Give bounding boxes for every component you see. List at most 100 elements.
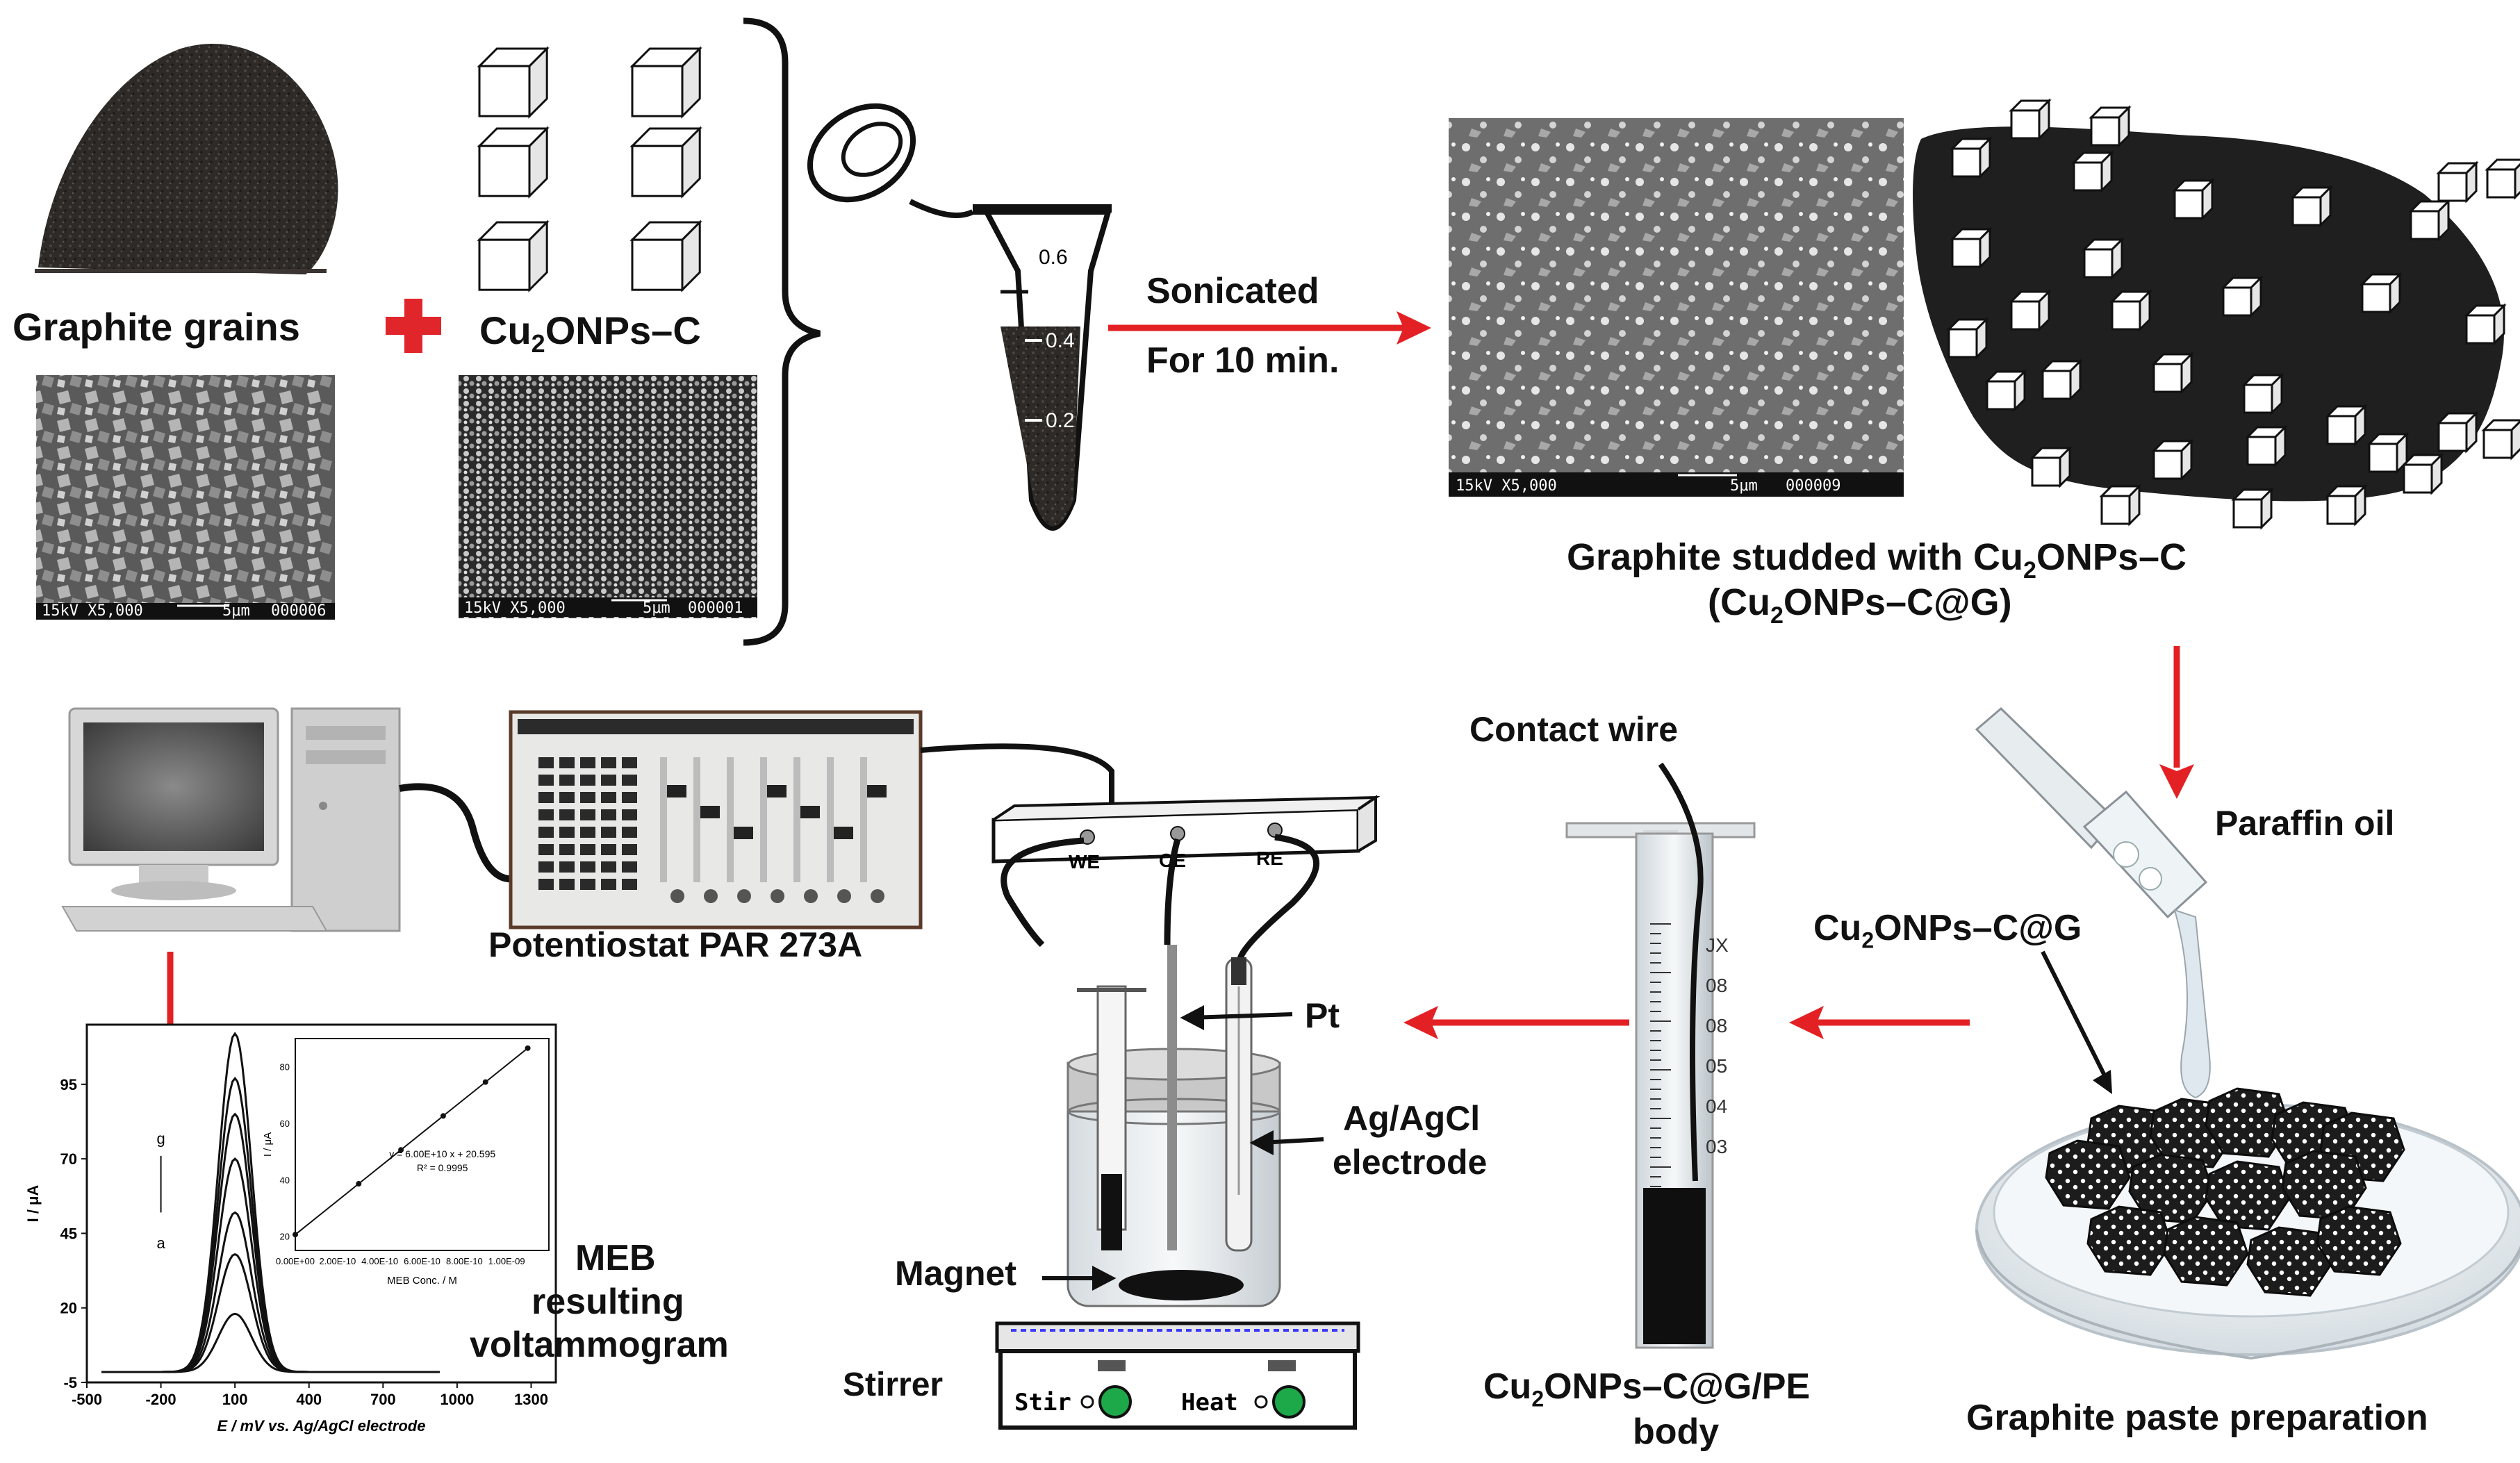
blob-cube-icon bbox=[2109, 289, 2152, 332]
potentiostat-jack bbox=[871, 889, 884, 903]
pe-mark-label: 08 bbox=[1706, 1015, 1727, 1036]
pe-mark-label: 05 bbox=[1706, 1055, 1727, 1077]
inset-x-tick-label: 6.00E-10 bbox=[404, 1256, 440, 1266]
paste-cu2onps-label: Cu2ONPs–C@G bbox=[1813, 910, 2082, 951]
potentiostat-key bbox=[538, 809, 554, 820]
cu2onps-c-label: Cu2ONPs–C bbox=[479, 311, 701, 356]
potentiostat-jack bbox=[837, 889, 851, 903]
studded-line1-a: Graphite studded with Cu bbox=[1567, 536, 2023, 578]
inset-data-point bbox=[293, 1232, 298, 1238]
pe-mark-label: 03 bbox=[1706, 1136, 1727, 1157]
blob-cube-icon bbox=[2082, 237, 2125, 280]
potentiostat-key bbox=[601, 792, 616, 803]
paste-label-a: Cu bbox=[1813, 908, 1862, 948]
pt-label: Pt bbox=[1305, 996, 1340, 1035]
x-axis-label: E / mV vs. Ag/AgCl electrode bbox=[217, 1417, 426, 1435]
potentiostat-key bbox=[622, 809, 637, 820]
blob-cube-icon bbox=[2221, 275, 2264, 318]
potentiostat-key bbox=[559, 879, 575, 890]
inset-data-point bbox=[440, 1113, 446, 1119]
centrifuge-tube: 0.6 0.4 0.2 bbox=[807, 103, 1112, 531]
pe-body-label-line2: body bbox=[1633, 1412, 1720, 1452]
potentiostat-slot bbox=[860, 757, 867, 882]
sem-caption-graphite-left: 15kV X5,000 bbox=[42, 602, 143, 620]
sem-caption-graphite-scale: 5μm bbox=[222, 602, 250, 620]
potentiostat-key bbox=[538, 775, 554, 786]
blob-cube-icon bbox=[1950, 136, 1993, 179]
blob-cube-icon bbox=[2408, 199, 2451, 242]
studded-label-line2: (Cu2ONPs–C@G) bbox=[1708, 584, 2012, 627]
potentiostat-slot bbox=[793, 757, 800, 882]
x-tick-label: -200 bbox=[146, 1391, 176, 1408]
paste-chunk bbox=[2086, 1205, 2173, 1276]
potentiostat-device bbox=[509, 710, 923, 929]
magnetic-stirrer: Stir Heat bbox=[995, 1321, 1360, 1430]
inset-y-tick-label: 40 bbox=[280, 1175, 290, 1185]
blob-cube-icon bbox=[1946, 317, 1989, 360]
blob-cube-icon bbox=[2485, 158, 2520, 200]
sem-caption-cu2o-left: 15kV X5,000 bbox=[464, 600, 566, 617]
potentiostat-switch bbox=[800, 806, 820, 818]
plus-icon bbox=[386, 299, 441, 353]
potentiostat-key bbox=[580, 775, 595, 786]
inset-x-tick-label: 0.00E+00 bbox=[276, 1256, 315, 1266]
pe-mark-label: 08 bbox=[1706, 975, 1727, 996]
inset-data-point bbox=[482, 1079, 488, 1085]
studded-line2-sub: 2 bbox=[1770, 602, 1784, 629]
composite-sem-image: 15kV X5,000 5μm 000009 bbox=[1449, 118, 1904, 497]
electrode-wires bbox=[1000, 834, 1320, 960]
potentiostat-key bbox=[622, 827, 637, 838]
for-10-min-label: For 10 min. bbox=[1146, 340, 1340, 381]
blob-cube-icon bbox=[2401, 452, 2444, 495]
pe-body-a: Cu bbox=[1483, 1366, 1532, 1407]
y-axis-label: I / μA bbox=[24, 1184, 42, 1222]
inset-plot-frame bbox=[295, 1038, 550, 1251]
sem-caption-composite-left: 15kV X5,000 bbox=[1456, 477, 1557, 495]
blob-cube-icon bbox=[2172, 178, 2215, 221]
potentiostat-label: Potentiostat PAR 273A bbox=[488, 925, 863, 964]
potentiostat-key bbox=[538, 861, 554, 873]
cube-icon bbox=[477, 126, 550, 199]
cu2onps-c-text-a: Cu bbox=[479, 308, 532, 352]
blob-cube-icon bbox=[2290, 185, 2333, 228]
potentiostat-key bbox=[580, 827, 595, 838]
studded-line2-b: ONPs–C@G) bbox=[1783, 581, 2012, 623]
cable-potentiostat-cell bbox=[920, 743, 1114, 806]
cu2onps-c-text-b: ONPs–C bbox=[545, 308, 701, 352]
sem-caption-cu2o-id: 000001 bbox=[688, 600, 743, 617]
potentiostat-key bbox=[538, 827, 554, 838]
paste-chunk bbox=[2246, 1226, 2332, 1297]
potentiostat-key bbox=[538, 757, 554, 768]
potentiostat-slot bbox=[660, 757, 667, 882]
tube-mark-top: 0.6 bbox=[1039, 246, 1068, 269]
magnet-label: Magnet bbox=[895, 1254, 1016, 1293]
inset-x-tick-label: 8.00E-10 bbox=[446, 1256, 483, 1266]
potentiostat-key bbox=[538, 792, 554, 803]
pe-body-label-line1: Cu2ONPs–C@G/PE bbox=[1483, 1369, 1810, 1410]
potentiostat-key bbox=[559, 809, 575, 820]
electrode-connector-box: WE CE RE bbox=[991, 795, 1381, 873]
potentiostat-key bbox=[622, 775, 637, 786]
potentiostat-switch bbox=[700, 806, 720, 818]
potentiostat-key bbox=[622, 879, 637, 890]
paste-chunk bbox=[2205, 1160, 2291, 1231]
potentiostat-key bbox=[601, 827, 616, 838]
inset-x-tick-label: 4.00E-10 bbox=[361, 1256, 398, 1266]
grouping-brace bbox=[743, 17, 821, 646]
graphite-paste-chunks bbox=[2045, 1087, 2405, 1297]
paste-label-b: ONPs–C@G bbox=[1874, 908, 2082, 948]
blob-cube-icon bbox=[2151, 352, 2194, 395]
potentiostat-key bbox=[559, 775, 575, 786]
x-tick-label: 1300 bbox=[514, 1391, 548, 1408]
potentiostat-key bbox=[538, 844, 554, 855]
potentiostat-key bbox=[580, 792, 595, 803]
inset-y-tick-label: 80 bbox=[280, 1062, 290, 1073]
potentiostat-key bbox=[580, 879, 595, 890]
pe-mark-label: 04 bbox=[1706, 1096, 1727, 1117]
voltammogram-curve bbox=[101, 1312, 440, 1373]
potentiostat-key bbox=[622, 792, 637, 803]
potentiostat-key bbox=[580, 861, 595, 873]
graphite-grains-label: Graphite grains bbox=[13, 305, 300, 349]
blob-cube-icon bbox=[2009, 289, 2052, 332]
